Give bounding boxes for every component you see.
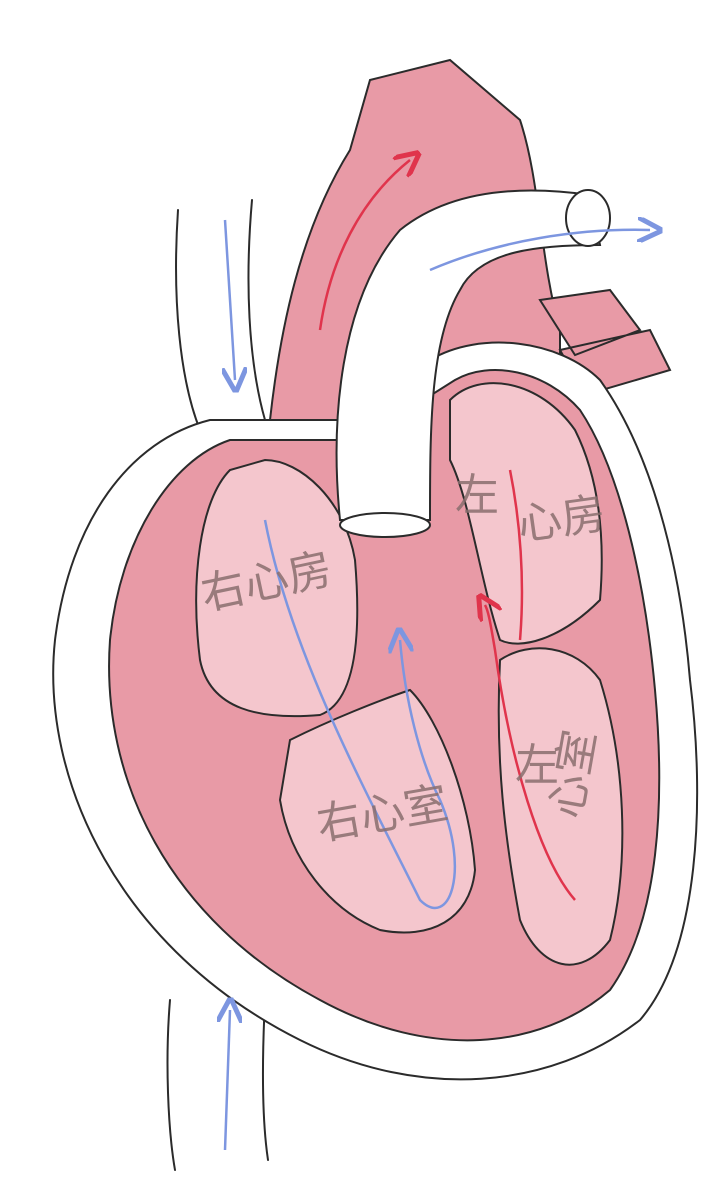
blue-flow-arrow-svc [225, 220, 235, 380]
blue-flow-arrow-ivc [225, 1010, 230, 1150]
label-left-atrium-part1: 左 [455, 470, 499, 521]
aorta-opening [566, 190, 610, 246]
aorta-cut-end [340, 513, 430, 537]
inferior-vena-cava [168, 1000, 268, 1170]
superior-vena-cava [176, 200, 265, 430]
